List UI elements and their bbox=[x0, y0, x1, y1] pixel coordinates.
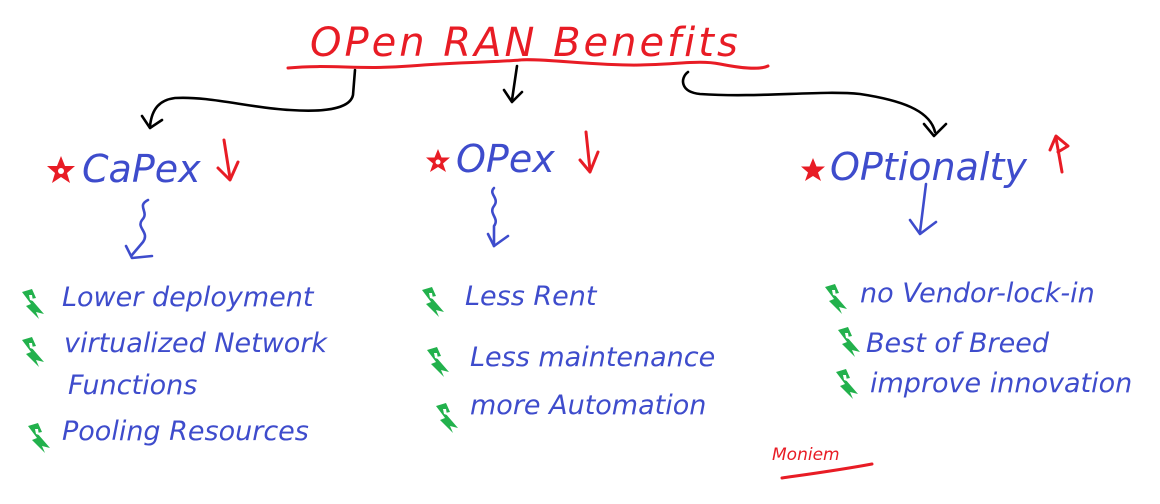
lightning-bolt-icon bbox=[436, 403, 458, 433]
connector-opex bbox=[502, 64, 524, 104]
list-item: virtualized Network bbox=[64, 328, 328, 359]
lightning-bolt-icon bbox=[28, 423, 50, 453]
list-item: no Vendor-lock-in bbox=[860, 278, 1095, 309]
list-item: improve innovation bbox=[870, 368, 1132, 399]
squiggle-arrow-icon bbox=[486, 186, 510, 248]
trend-up-arrow-icon bbox=[1048, 134, 1070, 174]
connector-capex bbox=[140, 68, 357, 130]
branch-capex: CaPex bbox=[47, 138, 240, 260]
list-item: Best of Breed bbox=[866, 328, 1050, 359]
branch-heading: CaPex bbox=[82, 147, 201, 191]
optionality-items: no Vendor-lock-in Best of Breed improve … bbox=[825, 278, 1132, 399]
squiggle-arrow-icon bbox=[124, 198, 154, 260]
branch-heading: OPex bbox=[456, 137, 555, 181]
lightning-bolt-icon bbox=[825, 284, 847, 314]
list-item-continuation: Functions bbox=[68, 370, 197, 401]
list-item: Less Rent bbox=[465, 281, 598, 312]
lightning-bolt-icon bbox=[836, 369, 858, 399]
list-item: more Automation bbox=[470, 390, 706, 421]
trend-down-arrow-icon bbox=[578, 130, 600, 174]
signature-underline bbox=[780, 462, 874, 480]
lightning-bolt-icon bbox=[22, 337, 44, 367]
list-item: Pooling Resources bbox=[62, 416, 309, 447]
trend-down-arrow-icon bbox=[216, 138, 240, 182]
author-signature: Moniem bbox=[772, 445, 840, 465]
connector-optionality bbox=[681, 70, 948, 138]
branch-opex: OPex bbox=[426, 130, 600, 248]
title-underline bbox=[286, 58, 770, 70]
lightning-bolt-icon bbox=[422, 287, 444, 317]
lightning-bolt-icon bbox=[427, 347, 449, 377]
list-item: Lower deployment bbox=[62, 282, 315, 313]
lightning-bolt-icon bbox=[22, 289, 44, 319]
branch-heading: OPtionalty bbox=[830, 145, 1027, 189]
list-item: Less maintenance bbox=[470, 342, 715, 373]
lightning-bolt-icon bbox=[838, 327, 860, 357]
branch-optionality: OPtionalty bbox=[801, 134, 1070, 236]
capex-items: Lower deployment virtualized Network Fun… bbox=[22, 282, 328, 453]
star-icon bbox=[801, 158, 825, 181]
opex-items: Less Rent Less maintenance more Automati… bbox=[422, 281, 715, 433]
down-arrow-icon bbox=[908, 182, 938, 236]
